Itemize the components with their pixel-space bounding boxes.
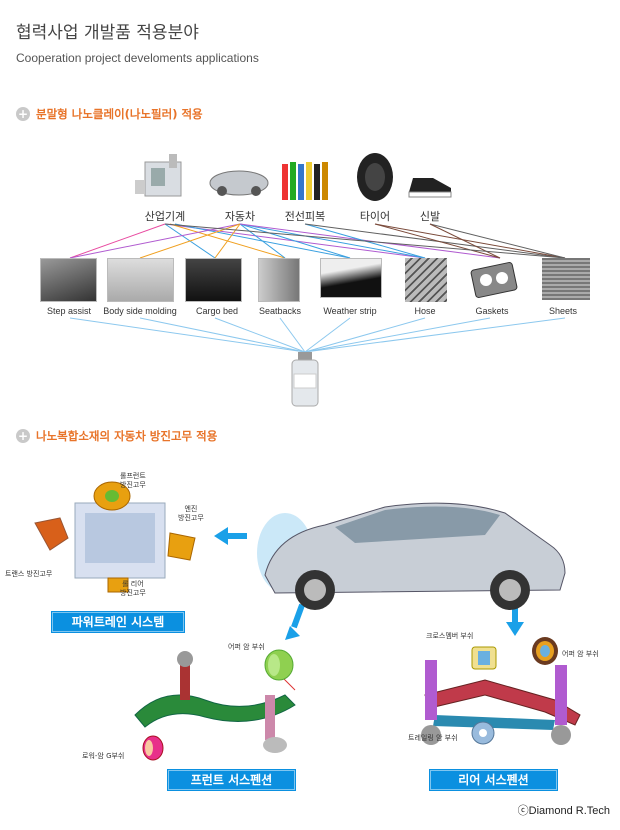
weather-strip-photo	[320, 258, 382, 298]
rear-upper-arm-bush-image	[530, 635, 560, 667]
product-label-4: Seatbacks	[258, 306, 302, 316]
lower-arm-bush-image	[140, 735, 166, 761]
rear-upper-arm-callout: 어퍼 암 부쉬	[562, 650, 599, 658]
product-label-1: Step assist	[46, 306, 92, 316]
upper-arm-bush-image	[262, 648, 296, 682]
page-title: 협력사업 개발품 적용분야	[16, 23, 199, 43]
front-suspension-label: 프런트 서스펜션	[168, 770, 295, 790]
industry-label-2: 자동차	[224, 210, 256, 223]
plus-icon: +	[16, 429, 30, 443]
front-lower-arm-callout: 로워-암 G부쉬	[82, 752, 125, 760]
cross-member-bush-image	[470, 645, 498, 671]
cable-icon	[280, 158, 332, 202]
gaskets-photo	[470, 258, 518, 302]
page-subtitle: Cooperation project develoments applicat…	[16, 51, 259, 65]
body-side-molding-photo	[107, 258, 174, 302]
industry-label-1: 산업기계	[144, 210, 186, 223]
hose-photo	[405, 258, 447, 302]
industry-label-4: 타이어	[359, 210, 391, 223]
industry-label-3: 전선피복	[284, 210, 326, 223]
industry-product-links	[69, 223, 566, 259]
sneaker-icon	[405, 170, 455, 200]
rear-suspension-image	[405, 640, 595, 760]
car-wireframe-image	[255, 495, 575, 615]
front-upper-arm-callout: 어퍼 암 부쉬	[228, 643, 265, 651]
front-suspension-image	[125, 645, 315, 765]
step-assist-photo	[40, 258, 97, 302]
section1-header: + 분말형 나노클레이(나노필러) 적용	[16, 106, 203, 122]
powertrain-image	[30, 478, 210, 598]
product-label-8: Sheets	[548, 306, 578, 316]
copyright-text: ⓒDiamond R.Tech	[517, 805, 610, 817]
product-label-6: Hose	[414, 306, 436, 316]
section1-label: 분말형 나노클레이(나노필러) 적용	[36, 107, 203, 121]
cargo-bed-photo	[185, 258, 242, 302]
section2-label: 나노복합소재의 자동차 방진고무 적용	[36, 429, 218, 443]
industry-label-5: 신발	[419, 210, 441, 223]
sheets-photo	[542, 258, 590, 300]
tire-icon	[355, 152, 395, 202]
rear-suspension-label: 리어 서스펜션	[430, 770, 557, 790]
car-frame-icon	[208, 165, 270, 199]
product-label-2: Body side molding	[103, 306, 177, 316]
industrial-machine-icon	[135, 150, 195, 200]
trans-callout: 트랜스 방진고무	[5, 570, 53, 578]
trailing-arm-callout: 트레일링 암 부쉬	[408, 734, 458, 742]
plus-icon: +	[16, 107, 30, 121]
trailing-arm-bush-image	[470, 720, 496, 746]
seatbacks-photo	[258, 258, 300, 302]
section2-header: + 나노복합소재의 자동차 방진고무 적용	[16, 428, 217, 444]
nanoclay-bottle-icon	[290, 352, 320, 408]
cross-member-callout: 크로스멤버 부쉬	[426, 632, 474, 640]
product-label-7: Gaskets	[475, 306, 509, 316]
powertrain-system-label: 파워트레인 시스템	[52, 612, 184, 632]
product-label-3: Cargo bed	[195, 306, 239, 316]
product-bottle-links	[69, 317, 566, 353]
product-label-5: Weather strip	[323, 306, 377, 316]
